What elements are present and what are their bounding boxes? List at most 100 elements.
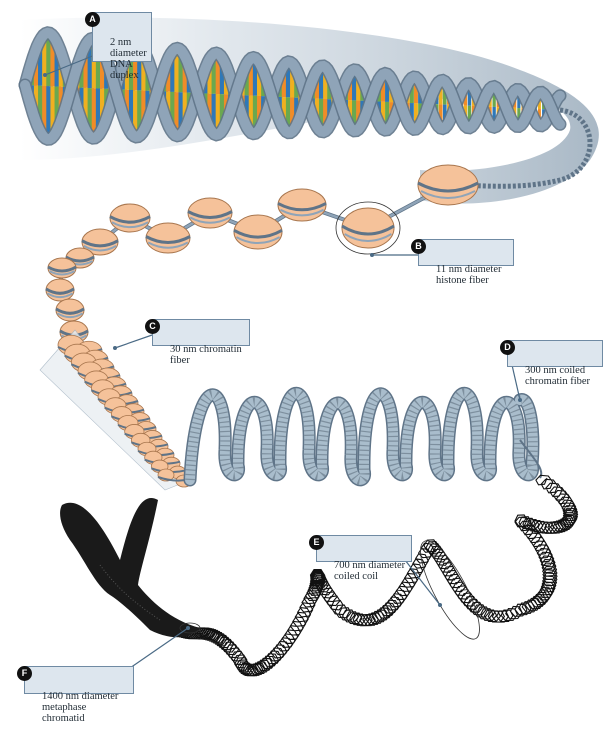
dna-wrap <box>65 255 95 263</box>
base-pair <box>46 33 54 87</box>
base-pair <box>50 86 58 136</box>
base-pair <box>42 33 49 86</box>
callout-c: C 30 nm chromatin fiber <box>145 319 250 366</box>
base-pair <box>352 100 357 131</box>
dna-wrap <box>235 236 281 245</box>
base-pair <box>385 101 390 130</box>
leader-line <box>404 559 441 606</box>
coiled-coil-segment <box>232 597 318 677</box>
dna-wrap <box>55 307 85 315</box>
dna-wrap <box>81 239 119 248</box>
base-pair <box>380 101 386 130</box>
dna-wrap <box>233 228 283 239</box>
leader-dot <box>43 73 47 77</box>
base-pair <box>50 36 58 87</box>
dna-wrap <box>111 221 149 229</box>
base-pair <box>352 69 357 101</box>
base-pair <box>323 99 328 131</box>
coiled-coil-segment <box>514 474 579 534</box>
coiled-coil-segment <box>423 539 528 623</box>
base-pair <box>54 44 62 87</box>
base-pair <box>285 61 291 98</box>
base-pair <box>178 50 185 93</box>
label-c-text: 30 nm chromatin fiber <box>170 344 242 366</box>
coiled-coil-segment <box>514 516 558 616</box>
base-pair <box>290 97 295 132</box>
base-pair <box>38 85 45 134</box>
callout-leader-lines <box>43 54 522 669</box>
base-pair <box>33 45 41 86</box>
base-pair <box>248 95 254 133</box>
dna-wrap <box>420 190 476 199</box>
base-pair <box>137 45 144 91</box>
histone-fiber <box>45 164 479 344</box>
coiled-chromatin-fiber <box>183 386 543 487</box>
fiber-coil-texture <box>185 388 538 485</box>
base-pair <box>492 86 496 107</box>
leader-dot <box>113 346 117 350</box>
badge-c: C <box>145 319 160 334</box>
base-pair <box>467 83 472 106</box>
base-pair <box>95 42 103 89</box>
base-pair <box>285 97 291 133</box>
base-pair <box>248 58 254 96</box>
base-pair <box>178 92 185 134</box>
base-pair <box>91 38 99 89</box>
label-a-text: 2 nm diameter DNA duplex <box>110 37 147 81</box>
base-pair <box>290 63 295 98</box>
base-pair <box>219 58 226 95</box>
badge-a: A <box>85 12 100 27</box>
base-pair <box>318 66 324 99</box>
badge-d: D <box>500 340 515 355</box>
dna-wrap <box>279 208 325 217</box>
base-pair <box>99 88 107 127</box>
callout-f: F 1400 nm diameter metaphase chromatid <box>17 666 134 724</box>
coiled-coil-segment <box>334 542 438 627</box>
base-pair <box>133 90 140 137</box>
base-pair <box>124 89 131 128</box>
base-pair <box>207 93 213 130</box>
coiled-coil-segment <box>173 624 248 666</box>
dna-wrap <box>56 312 84 319</box>
base-pair <box>170 50 177 92</box>
leader-line <box>44 54 96 76</box>
base-pair <box>87 38 95 89</box>
leader-dot <box>370 253 374 257</box>
base-pair <box>174 48 181 93</box>
base-pair <box>91 88 99 138</box>
callout-a: A 2 nm diameter DNA duplex <box>85 12 152 81</box>
base-pair <box>492 106 496 128</box>
base-pair <box>87 88 95 138</box>
base-pair <box>83 43 90 88</box>
dna-wrap <box>277 202 327 212</box>
base-pair <box>380 74 386 102</box>
dna-wrap <box>341 224 395 236</box>
base-pair <box>356 100 361 130</box>
base-pair <box>356 71 361 101</box>
base-pair <box>438 80 443 105</box>
base-pair <box>219 94 226 130</box>
dna-wrap <box>417 181 479 193</box>
base-pair <box>281 97 287 130</box>
base-pair <box>54 86 62 129</box>
base-pair <box>409 78 414 104</box>
base-pair <box>215 94 222 135</box>
dna-wrap <box>145 235 191 244</box>
badge-e: E <box>309 535 324 550</box>
base-pair <box>318 98 324 132</box>
base-pair <box>128 45 136 90</box>
base-pair <box>438 104 443 129</box>
base-pair <box>128 90 136 135</box>
dna-wrap <box>47 265 77 273</box>
leader-line <box>114 333 156 349</box>
dna-wrap <box>48 270 76 276</box>
base-pair <box>252 58 259 96</box>
thin-dna-strand <box>449 107 593 189</box>
base-pair <box>124 52 131 90</box>
leader-dot <box>518 398 522 402</box>
base-pair <box>137 90 144 136</box>
base-pair <box>385 74 390 102</box>
base-pair <box>211 93 218 135</box>
base-pair <box>252 95 259 134</box>
base-pair <box>141 90 148 130</box>
